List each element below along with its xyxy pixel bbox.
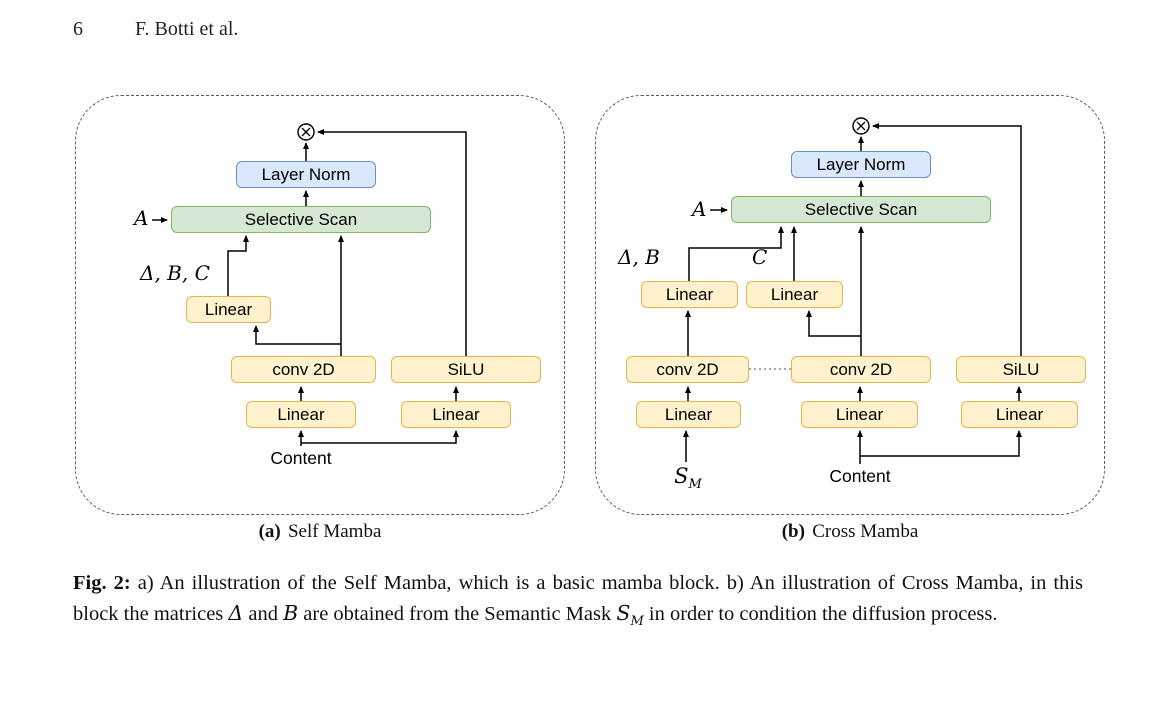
b-matrix-symbol: B [283,601,299,626]
delta-b-label: Δ, B [618,245,660,269]
conv2d-mask-box: conv 2D [626,356,749,383]
delta-symbol: Δ [228,601,244,626]
panel-b-caption: (b) Cross Mamba [595,521,1105,543]
figure-caption-label: Fig. 2: [73,572,131,594]
linear-gate-box: Linear [961,401,1078,428]
cross-mamba-arrows [683,117,1022,464]
arrow-branch-to-linear-c [806,310,861,337]
silu-box: SiLU [391,356,541,383]
panel-a-caption-label: (a) [258,521,281,542]
figure-caption-part2: and [243,603,284,626]
figure-caption-part4: in order to condition the diffusion proc… [643,603,998,626]
multiply-icon [852,117,870,135]
arrow-linear-db-to-selective-scan [688,226,784,281]
semantic-mask-label: SM [666,464,710,492]
figure-caption-part3: are obtained from the Semantic Mask [298,603,617,626]
mask-subscript: M [630,614,644,630]
linear-db-box: Linear [641,281,738,308]
arrow-content-branch-to-linear-gate [301,430,459,444]
page-number: 6 [73,18,83,40]
a-matrix-label: A [692,197,707,221]
arrow-silu-to-multiply [872,123,1022,356]
panel-a-caption-title: Self Mamba [287,521,382,542]
conv2d-box: conv 2D [231,356,376,383]
linear-params-box: Linear [186,296,271,323]
mask-subscript: M [688,477,702,493]
cross-mamba-panel: Layer Norm Selective Scan Linear Linear … [595,95,1105,515]
a-matrix-label: A [134,206,149,230]
arrow-branch-to-linear-params [253,325,341,345]
arrow-content-branch-to-linear-gate [860,430,1022,457]
mask-symbol: S [674,464,689,488]
linear-conv-box: Linear [246,401,356,428]
content-label: Content [829,466,891,486]
silu-box: SiLU [956,356,1086,383]
mask-symbol: S [616,601,631,626]
running-head: F. Botti et al. [135,18,239,40]
arrow-silu-to-multiply [317,129,467,356]
linear-c-box: Linear [746,281,843,308]
self-mamba-panel: Layer Norm Selective Scan Linear conv 2D… [75,95,565,515]
layer-norm-box: Layer Norm [791,151,931,178]
figure-caption: Fig. 2: a) An illustration of the Self M… [73,568,1083,631]
conv2d-content-box: conv 2D [791,356,931,383]
selective-scan-box: Selective Scan [731,196,991,223]
figure-caption-part1: a) An illustration of the Self Mamba, wh… [73,572,1083,626]
linear-gate-box: Linear [401,401,511,428]
self-mamba-arrows [152,123,467,446]
panel-a-caption: (a) Self Mamba [75,521,565,543]
linear-content-box: Linear [801,401,918,428]
delta-b-c-label: Δ, B, C [140,261,210,285]
layer-norm-box: Layer Norm [236,161,376,188]
panel-b-caption-title: Cross Mamba [812,521,919,542]
multiply-icon [297,123,315,141]
arrow-linear-params-to-selective-scan [227,235,249,296]
c-matrix-label: C [752,245,768,269]
panel-b-caption-label: (b) [781,521,805,542]
content-label: Content [270,448,332,468]
linear-mask-box: Linear [636,401,741,428]
selective-scan-box: Selective Scan [171,206,431,233]
